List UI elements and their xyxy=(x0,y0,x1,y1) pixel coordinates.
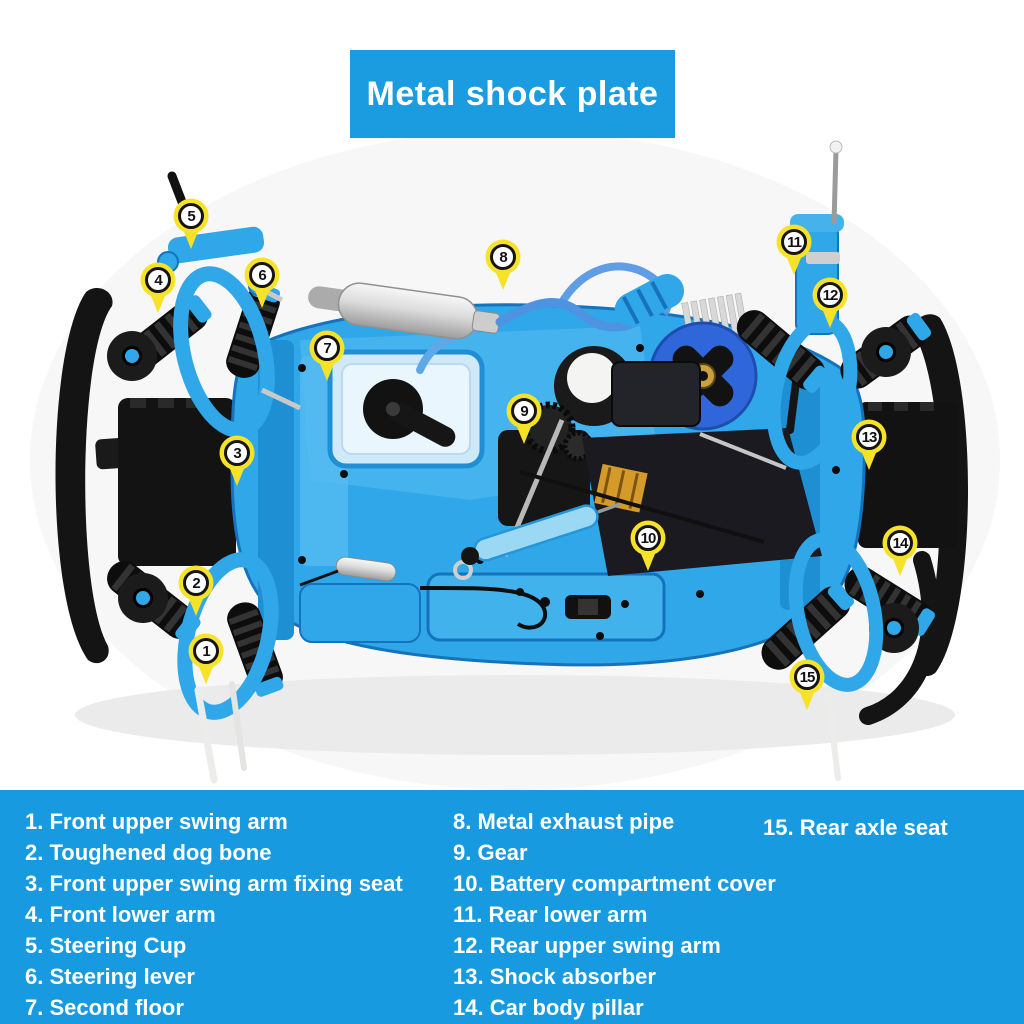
legend-item-14: 14. Car body pillar xyxy=(453,995,644,1020)
cooling-head xyxy=(614,274,685,327)
legend-item-10: 10. Battery compartment cover xyxy=(453,871,776,896)
servo xyxy=(611,361,701,427)
legend-column-2: 8. Metal exhaust pipe 9. Gear 10. Battery … xyxy=(453,806,776,1023)
legend-column-3: 15. Rear axle seat xyxy=(763,812,948,843)
glow-rod xyxy=(461,502,621,565)
legend-item-8: 8. Metal exhaust pipe xyxy=(453,809,675,834)
legend-item-15: 15. Rear axle seat xyxy=(763,815,948,840)
front-bumper xyxy=(55,287,236,664)
antenna xyxy=(167,171,187,207)
legend-item-9: 9. Gear xyxy=(453,840,528,865)
legend-item-2: 2. Toughened dog bone xyxy=(25,840,272,865)
legend-item-11: 11. Rear lower arm xyxy=(453,902,648,927)
title-banner: Metal shock plate xyxy=(350,50,675,138)
legend-item-6: 6. Steering lever xyxy=(25,964,195,989)
legend-item-4: 4. Front lower arm xyxy=(25,902,216,927)
legend-item-1: 1. Front upper swing arm xyxy=(25,809,288,834)
rear-bumper xyxy=(858,314,969,725)
legend-item-7: 7. Second floor xyxy=(25,995,184,1020)
legend-panel: 1. Front upper swing arm 2. Toughened dog… xyxy=(0,790,1024,1024)
front-shock-tower xyxy=(173,266,275,438)
legend-item-12: 12. Rear upper swing arm xyxy=(453,933,721,958)
legend-item-3: 3. Front upper swing arm fixing seat xyxy=(25,871,403,896)
legend-item-5: 5. Steering Cup xyxy=(25,933,187,958)
fuel-tank xyxy=(327,326,485,469)
title-text: Metal shock plate xyxy=(366,74,659,113)
legend-item-13: 13. Shock absorber xyxy=(453,964,656,989)
legend-column-1: 1. Front upper swing arm 2. Toughened dog… xyxy=(25,806,403,1023)
